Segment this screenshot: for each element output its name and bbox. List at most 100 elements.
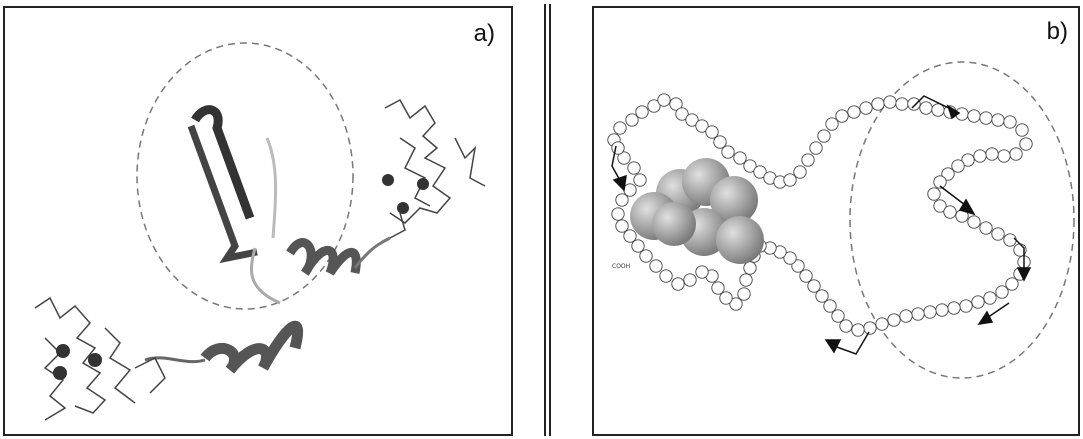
residue-bead [635, 105, 649, 119]
residue-bead [783, 251, 797, 265]
residue-bead [695, 265, 709, 279]
residue-bead [847, 105, 861, 119]
residue-bead [683, 273, 697, 287]
residue-bead [907, 97, 921, 111]
zinc-finger-sequence-diagram: COOH [607, 61, 1075, 379]
residue-bead [973, 149, 987, 163]
residue-bead [979, 221, 993, 235]
residue-bead [947, 301, 961, 315]
residue-bead [695, 119, 709, 133]
residue-bead [941, 167, 955, 181]
residue-bead [739, 273, 753, 287]
residue-bead [851, 323, 865, 337]
residue-bead [995, 285, 1009, 299]
residue-bead [733, 151, 747, 165]
alpha-helix-upper [286, 236, 391, 276]
residue-bead [793, 165, 807, 179]
residue-bead [935, 303, 949, 317]
residue-bead [1005, 277, 1019, 291]
residue-bead [1015, 123, 1029, 137]
residue-bead [617, 151, 631, 165]
residue-bead [631, 239, 645, 253]
residue-bead [649, 259, 663, 273]
residue-bead [611, 141, 625, 155]
beta-strand-1 [191, 105, 255, 220]
loop-coil-2 [265, 137, 278, 239]
separator-line-right [549, 4, 551, 436]
residue-bead [809, 141, 823, 155]
residue-bead [933, 199, 947, 213]
residue-bead [971, 295, 985, 309]
residue-bead [927, 187, 941, 201]
residue-bead [633, 173, 647, 187]
residue-bead [923, 305, 937, 319]
residue-bead [721, 145, 735, 159]
residue-chain [607, 93, 1033, 337]
residue-bead [997, 149, 1011, 163]
loop-coil [249, 247, 281, 305]
direction-arrows [611, 95, 1032, 355]
highlight-ellipse [136, 42, 354, 310]
residue-bead [657, 93, 671, 107]
residue-bead [959, 299, 973, 313]
residue-bead [951, 159, 965, 173]
zinc-site-lower [34, 296, 166, 421]
residue-bead [623, 183, 637, 197]
residue-bead [647, 99, 661, 113]
terminal-label: COOH [612, 263, 630, 270]
residue-bead [807, 279, 821, 293]
residue-bead [627, 161, 641, 175]
residue-bead [671, 277, 685, 291]
residue-bead [611, 207, 625, 221]
residue-bead [943, 205, 957, 219]
residue-bead [983, 291, 997, 305]
beta-strand-2 [187, 124, 258, 264]
residue-bead [685, 113, 699, 127]
residue-bead [613, 121, 627, 135]
separator-line-left [544, 4, 546, 436]
residue-bead [713, 135, 727, 149]
residue-bead [615, 219, 629, 233]
residue-bead [753, 165, 767, 179]
residue-bead [991, 113, 1005, 127]
residue-bead [639, 249, 653, 263]
residue-bead [875, 317, 889, 331]
residue-bead [719, 291, 733, 305]
residue-bead [801, 153, 815, 167]
residue-bead [799, 269, 813, 283]
panel-label-a: a) [473, 20, 495, 47]
residue-bead [859, 101, 873, 115]
residue-bead [675, 107, 689, 121]
residue-bead [835, 109, 849, 123]
alpha-helix-lower [144, 320, 304, 374]
residue-bead [887, 313, 901, 327]
residue-bead [711, 281, 725, 295]
residue-bead [1003, 115, 1017, 129]
residue-bead [979, 111, 993, 125]
residue-bead [743, 261, 757, 275]
residue-bead [817, 129, 831, 143]
residue-bead [783, 173, 797, 187]
residue-bead [961, 153, 975, 167]
residue-bead [899, 309, 913, 323]
residue-bead [615, 193, 629, 207]
residue-bead [1003, 233, 1017, 247]
residue-bead [729, 297, 743, 311]
residue-bead [625, 113, 639, 127]
residue-bead [823, 299, 837, 313]
protein-ribbon-diagram [34, 42, 486, 421]
residue-bead [831, 309, 845, 323]
residue-bead [659, 269, 673, 283]
residue-bead [1019, 137, 1033, 151]
panel-a: a) [3, 6, 513, 436]
residue-bead [863, 321, 877, 335]
metal-ion-spheres [630, 158, 764, 264]
residue-bead [623, 229, 637, 243]
zinc-site-upper [382, 98, 486, 239]
residue-bead [985, 147, 999, 161]
residue-bead [705, 125, 719, 139]
residue-bead [815, 289, 829, 303]
residue-bead [967, 215, 981, 229]
residue-bead [743, 159, 757, 173]
residue-bead [791, 259, 805, 273]
